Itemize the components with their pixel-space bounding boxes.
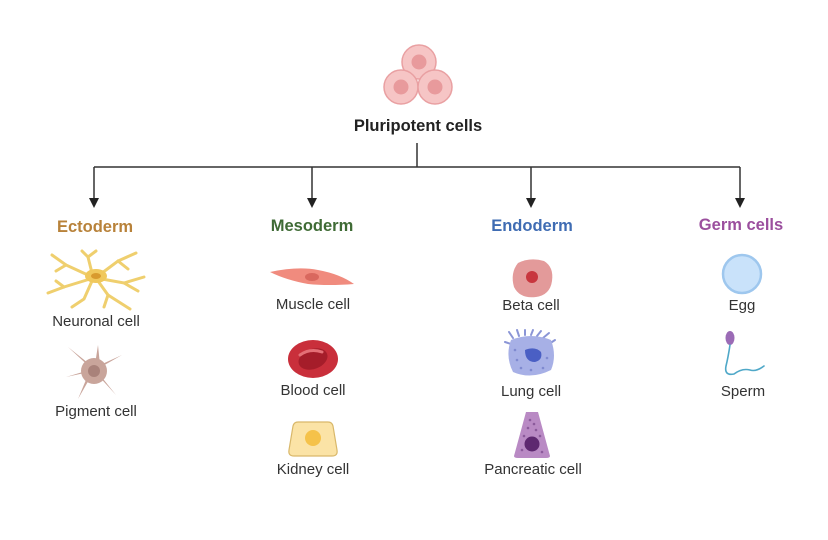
blood-cell-icon bbox=[288, 340, 338, 378]
branch-title-mesoderm: Mesoderm bbox=[270, 217, 354, 235]
cell-label-beta-cell: Beta cell bbox=[502, 297, 560, 314]
pluripotent-cells-icon bbox=[383, 44, 453, 105]
cell-label-sperm: Sperm bbox=[720, 383, 766, 400]
cell-label-pancreatic-cell: Pancreatic cell bbox=[484, 461, 582, 478]
cell-label-neuronal-cell: Neuronal cell bbox=[52, 313, 140, 330]
cell-label-egg: Egg bbox=[728, 297, 756, 314]
pancreatic-cell-icon bbox=[514, 412, 550, 458]
sperm-icon bbox=[724, 331, 765, 376]
cell-label-kidney-cell: Kidney cell bbox=[276, 461, 350, 478]
lung-cell-icon bbox=[504, 329, 556, 376]
branch-title-ectoderm: Ectoderm bbox=[56, 218, 134, 236]
egg-icon bbox=[721, 253, 763, 295]
branch-title-endoderm: Endoderm bbox=[491, 217, 573, 235]
pigment-cell-icon bbox=[66, 345, 122, 399]
kidney-cell-icon bbox=[288, 421, 338, 457]
muscle-cell-icon bbox=[270, 268, 354, 285]
beta-cell-icon bbox=[512, 259, 553, 298]
cell-label-muscle-cell: Muscle cell bbox=[275, 296, 351, 313]
root-label: Pluripotent cells bbox=[353, 117, 483, 135]
cell-label-lung-cell: Lung cell bbox=[500, 383, 562, 400]
branch-title-germ-cells: Germ cells bbox=[698, 216, 784, 234]
neuron-icon bbox=[46, 249, 146, 311]
cell-label-blood-cell: Blood cell bbox=[280, 382, 346, 399]
cell-label-pigment-cell: Pigment cell bbox=[55, 403, 137, 420]
